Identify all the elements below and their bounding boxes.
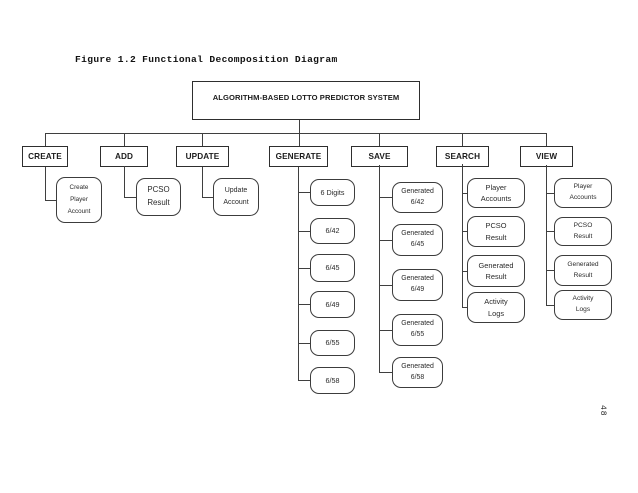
connector-drop-add (124, 133, 125, 146)
node-generate-6-49: 6/49 (310, 291, 355, 318)
connector-add-stub (124, 197, 136, 198)
node-view: VIEW (520, 146, 573, 167)
connector-view-stub-1 (546, 193, 554, 194)
connector-generate-stub-2 (298, 231, 310, 232)
node-search-player-accounts: Player Accounts (467, 178, 525, 208)
connector-save-stub-1 (379, 197, 392, 198)
connector-search-stub-4 (462, 307, 467, 308)
connector-search-stub-3 (462, 271, 467, 272)
connector-save-stub-2 (379, 240, 392, 241)
node-create-player-account: Create Player Account (56, 177, 102, 223)
connector-view-stub-4 (546, 305, 554, 306)
connector-view-stub-2 (546, 231, 554, 232)
connector-generate-stub-6 (298, 380, 310, 381)
node-save-generated-6-42: Generated 6/42 (392, 182, 443, 213)
connector-search-stub-1 (462, 193, 467, 194)
node-save-generated-6-45: Generated 6/45 (392, 224, 443, 256)
node-generate-6-55: 6/55 (310, 330, 355, 356)
node-add-pcso-result: PCSO Result (136, 178, 181, 216)
node-create: CREATE (22, 146, 68, 167)
connector-drop-update (202, 133, 203, 146)
connector-update-stub (202, 197, 213, 198)
node-save: SAVE (351, 146, 408, 167)
connector-update-spine (202, 167, 203, 197)
connector-save-spine (379, 165, 380, 372)
node-search-activity-logs: Activity Logs (467, 292, 525, 323)
node-generate-6-58: 6/58 (310, 367, 355, 394)
page-number: 48 (598, 405, 607, 417)
connector-save-stub-5 (379, 372, 392, 373)
connector-drop-generate (299, 133, 300, 146)
node-view-activity-logs: Activity Logs (554, 290, 612, 320)
connector-generate-stub-1 (298, 192, 310, 193)
node-generate-6-45: 6/45 (310, 254, 355, 282)
connector-generate-stub-5 (298, 343, 310, 344)
connector-create-stub (45, 200, 56, 201)
connector-view-spine (546, 165, 547, 305)
connector-add-spine (124, 166, 125, 197)
node-update: UPDATE (176, 146, 229, 167)
connector-save-stub-4 (379, 330, 392, 331)
connector-drop-view (546, 133, 547, 146)
node-add: ADD (100, 146, 148, 167)
node-save-generated-6-55: Generated 6/55 (392, 314, 443, 346)
connector-search-stub-2 (462, 231, 467, 232)
node-search-pcso-result: PCSO Result (467, 216, 525, 247)
connector-bus (45, 133, 547, 134)
connector-generate-stub-3 (298, 268, 310, 269)
connector-drop-create (45, 133, 46, 146)
connector-view-stub-3 (546, 270, 554, 271)
node-save-generated-6-49: Generated 6/49 (392, 269, 443, 301)
connector-drop-save (379, 133, 380, 146)
node-search-generated-result: Generated Result (467, 255, 525, 287)
node-root-system: ALGORITHM-BASED LOTTO PREDICTOR SYSTEM (192, 81, 420, 120)
connector-root-drop (299, 120, 300, 133)
connector-generate-stub-4 (298, 304, 310, 305)
node-view-pcso-result: PCSO Result (554, 217, 612, 246)
node-generate-6-digits: 6 Digits (310, 179, 355, 206)
connector-save-stub-3 (379, 285, 392, 286)
node-view-generated-result: Generated Result (554, 255, 612, 286)
node-generate: GENERATE (269, 146, 328, 167)
node-update-account: Update Account (213, 178, 259, 216)
figure-caption: Figure 1.2 Functional Decomposition Diag… (75, 54, 338, 65)
node-save-generated-6-58: Generated 6/58 (392, 357, 443, 388)
node-generate-6-42: 6/42 (310, 218, 355, 244)
connector-search-spine (462, 164, 463, 307)
connector-create-spine (45, 167, 46, 200)
node-view-player-accounts: Player Accounts (554, 178, 612, 208)
connector-drop-search (462, 133, 463, 146)
connector-generate-spine (298, 167, 299, 380)
